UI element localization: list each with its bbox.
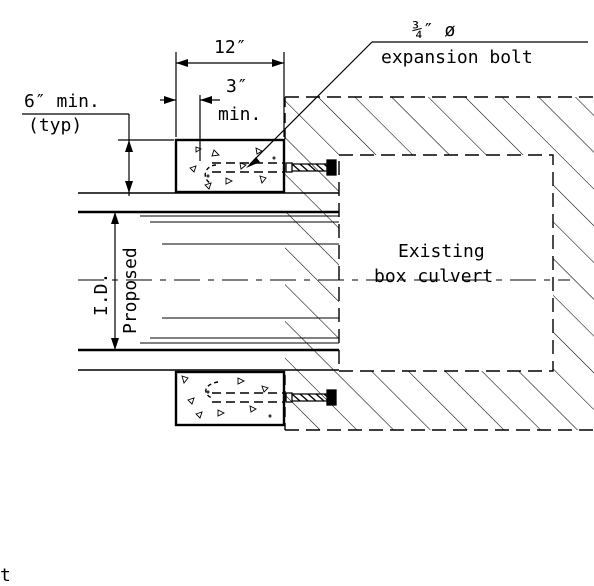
dimension-6in-min: [22, 113, 174, 196]
dim-12-label: 12″: [214, 37, 247, 58]
existing-culvert-wall: [284, 96, 594, 431]
bolt-leader: [246, 41, 588, 168]
bolt-name-label: expansion bolt: [381, 47, 533, 68]
dim-3-label: 3″: [226, 76, 248, 97]
dimension-id: [111, 212, 119, 350]
proposed-pipe: [78, 192, 570, 371]
dimension-12in: [175, 52, 285, 137]
id-label: I.D.: [91, 273, 112, 316]
expansion-bolt-top: [285, 159, 337, 176]
proposed-label: Proposed: [120, 247, 141, 334]
min6-label: 6″ min.: [24, 91, 100, 112]
stray-text: t: [0, 565, 11, 586]
expansion-bolt-bottom: [285, 389, 337, 406]
bolt-size-label: ¾″ ø: [412, 20, 456, 41]
existing-label: Existing: [398, 241, 485, 262]
concrete-collar-bottom: [174, 370, 286, 427]
concrete-collar-top: [174, 138, 286, 194]
dim-3-min-label: min.: [218, 104, 261, 125]
dimension-3in: [160, 95, 220, 161]
box-culvert-label: box culvert: [374, 266, 493, 287]
typ-label: (typ): [28, 115, 82, 136]
